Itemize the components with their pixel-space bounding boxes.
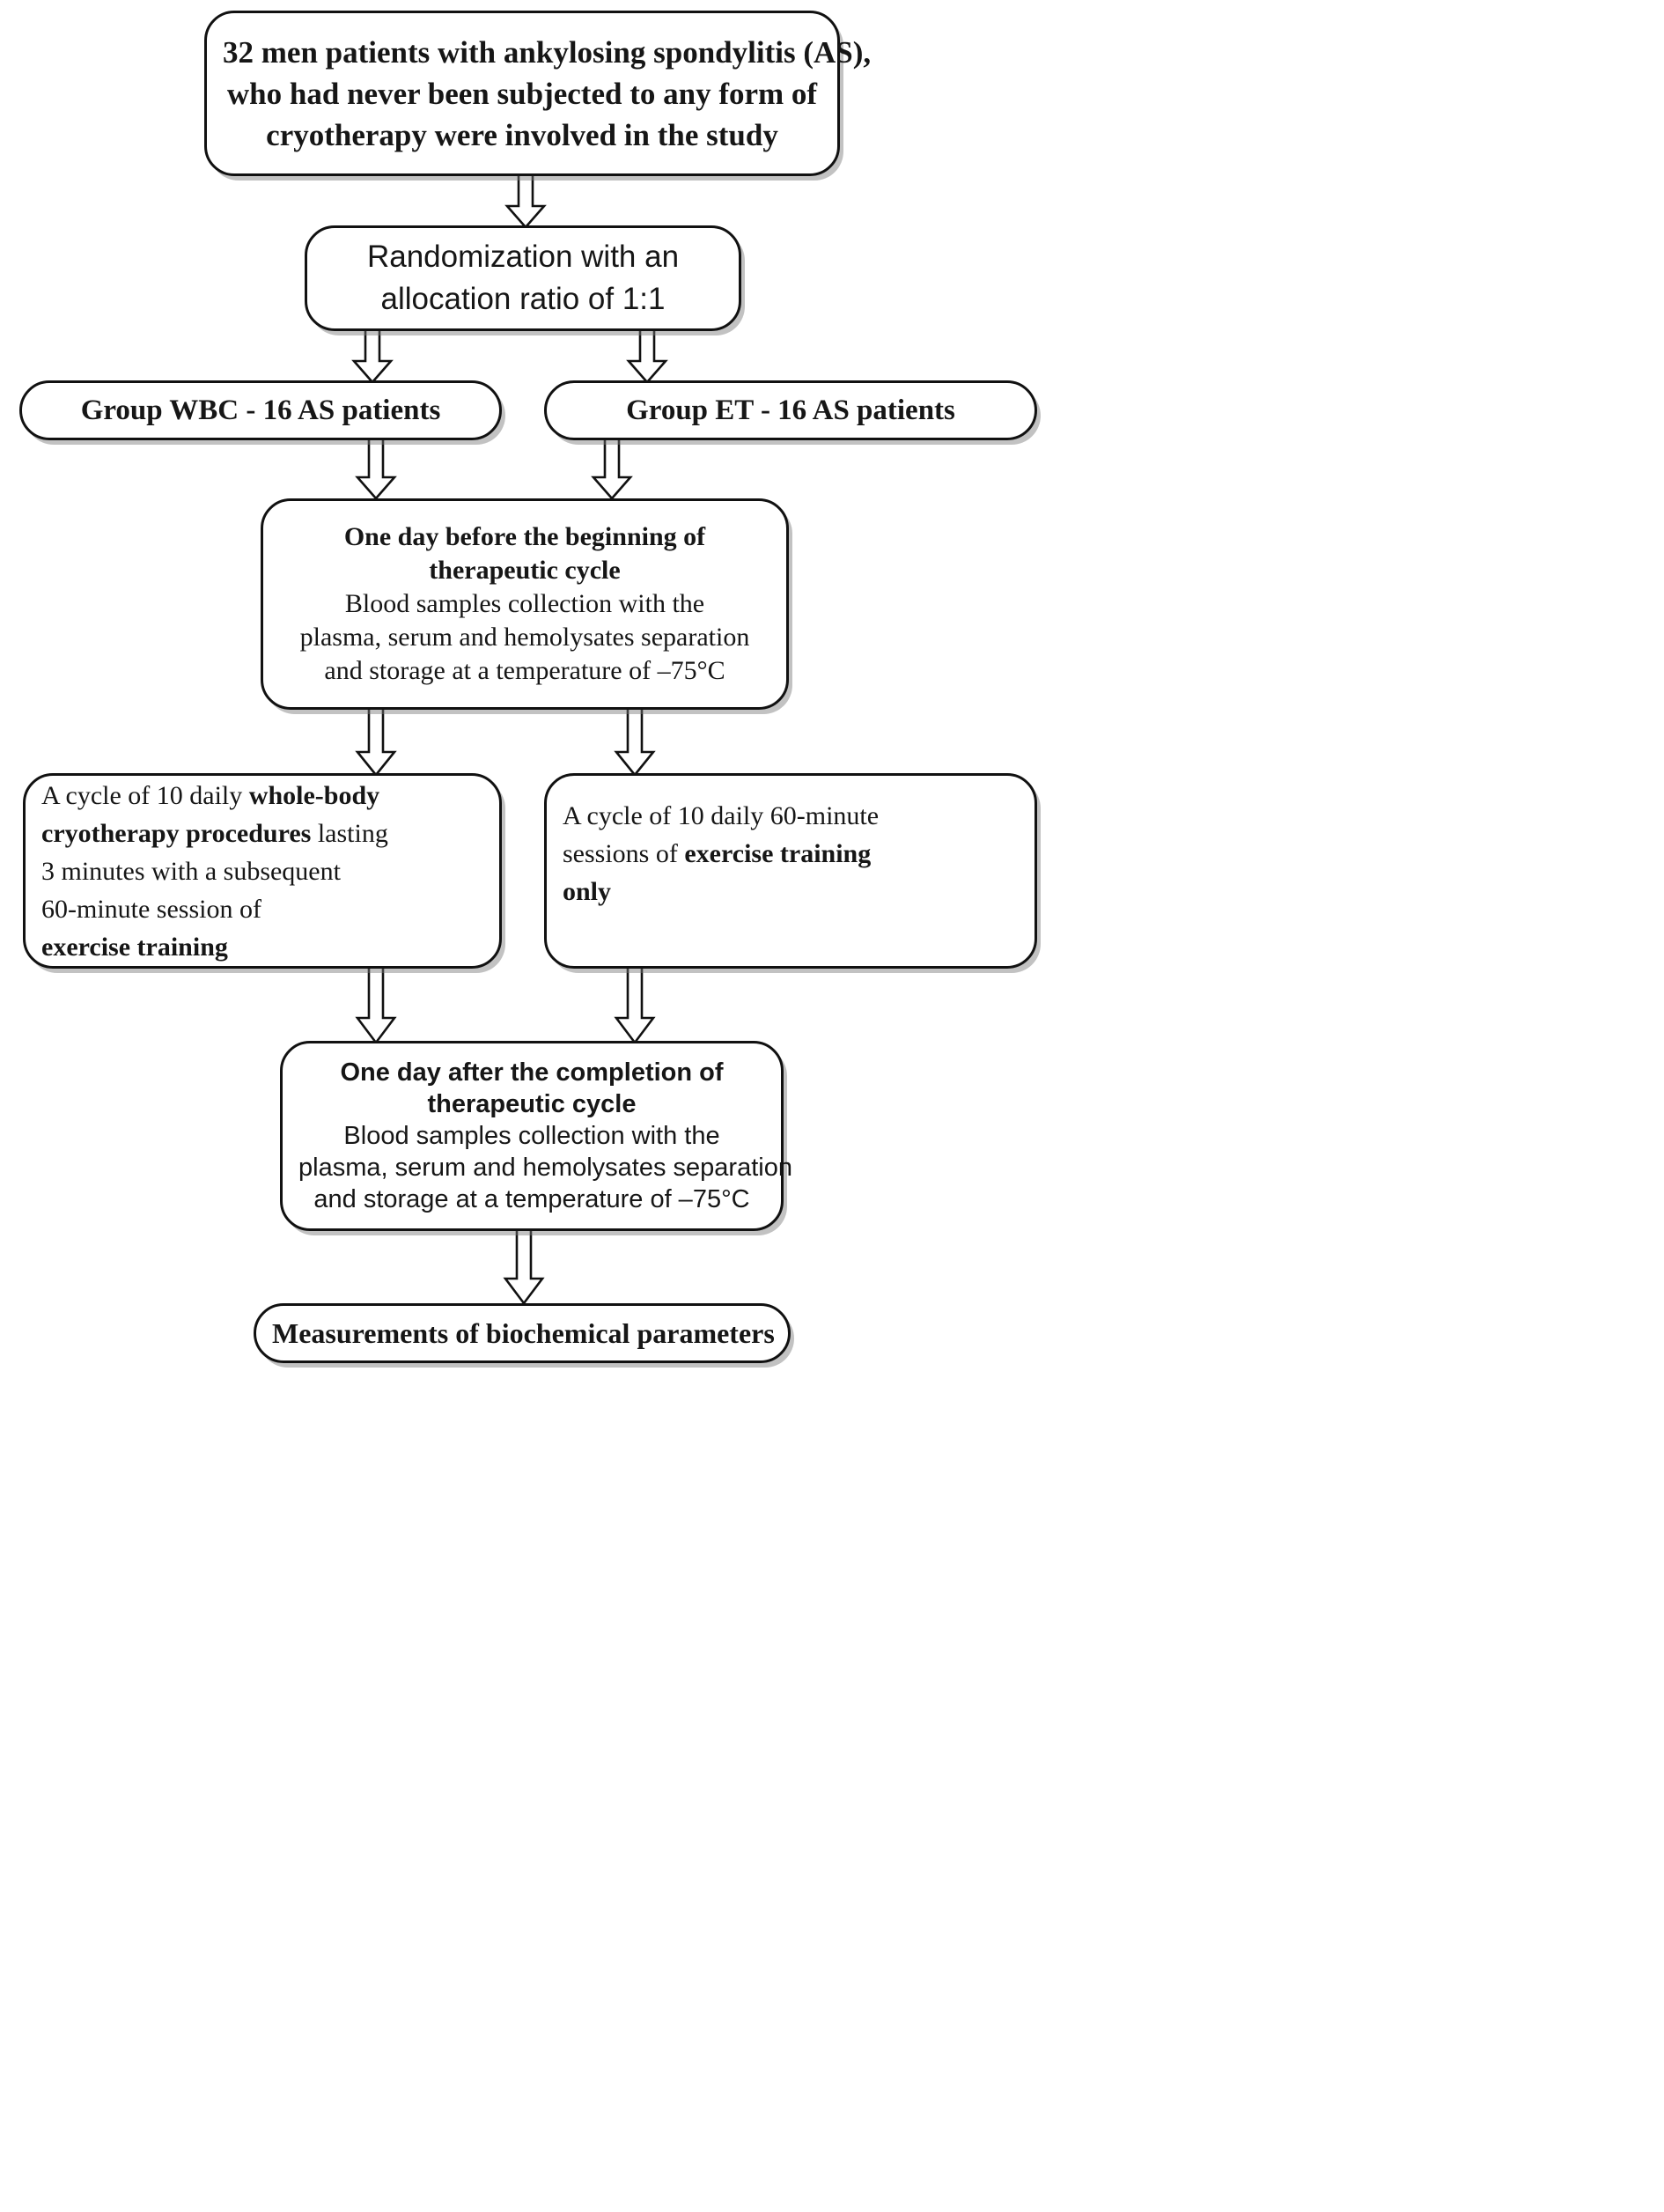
et-protocol-line-2-bold: exercise training: [684, 839, 872, 868]
wbc-protocol-line-1-plain: A cycle of 10 daily: [41, 780, 249, 810]
node-wbc-protocol-text: A cycle of 10 daily whole-body cryothera…: [26, 777, 499, 966]
wbc-protocol-line-2-bold: cryotherapy procedures: [41, 818, 312, 848]
baseline-heading-2: therapeutic cycle: [429, 556, 621, 585]
node-group-wbc: Group WBC - 16 AS patients: [19, 380, 502, 440]
wbc-protocol-line-1: A cycle of 10 daily whole-body: [41, 777, 483, 815]
node-wbc-protocol: A cycle of 10 daily whole-body cryothera…: [23, 773, 502, 969]
wbc-protocol-line-1-bold: whole-body: [248, 780, 380, 810]
enrollment-line-1: 32 men patients with ankylosing spondyli…: [223, 34, 872, 70]
followup-line-2: plasma, serum and hemolysates separation: [298, 1154, 792, 1182]
baseline-line-3: and storage at a temperature of –75°C: [324, 656, 725, 685]
enrollment-line-3: cryotherapy were involved in the study: [266, 117, 778, 152]
arrow-randomization-to-group-et: [626, 328, 668, 384]
wbc-protocol-line-2: cryotherapy procedures lasting: [41, 815, 483, 852]
arrow-wbc-protocol-to-followup: [355, 965, 397, 1045]
node-followup-assessment: One day after the completion of therapeu…: [280, 1041, 792, 1231]
arrow-enrollment-to-randomization: [504, 173, 547, 229]
node-group-et: Group ET - 16 AS patients: [544, 380, 1037, 440]
wbc-protocol-line-4: 60-minute session of: [41, 894, 261, 924]
arrow-randomization-to-group-wbc: [351, 328, 394, 384]
followup-heading-2: therapeutic cycle: [427, 1090, 637, 1118]
arrow-group-wbc-to-baseline: [355, 437, 397, 500]
randomization-line-1: Randomization with an: [366, 240, 680, 274]
baseline-line-1: Blood samples collection with the: [344, 589, 705, 618]
arrow-baseline-to-wbc-protocol: [355, 706, 397, 778]
followup-line-3: and storage at a temperature of –75°C: [313, 1185, 750, 1213]
node-baseline-text: One day before the beginning of therapeu…: [263, 520, 786, 688]
group-et-label: Group ET - 16 AS patients: [626, 394, 955, 426]
node-et-protocol-text: A cycle of 10 daily 60-minute sessions o…: [547, 776, 1034, 911]
node-enrollment: 32 men patients with ankylosing spondyli…: [204, 11, 872, 176]
node-group-et-text: Group ET - 16 AS patients: [547, 394, 1034, 427]
node-enrollment-text: 32 men patients with ankylosing spondyli…: [207, 32, 872, 156]
arrow-et-protocol-to-followup: [614, 965, 656, 1045]
wbc-protocol-line-5: exercise training: [41, 932, 228, 962]
node-randomization-text: Randomization with an allocation ratio o…: [307, 236, 739, 321]
enrollment-line-2: who had never been subjected to any form…: [226, 76, 818, 111]
node-followup-text: One day after the completion of therapeu…: [283, 1057, 792, 1215]
et-protocol-line-1: A cycle of 10 daily 60-minute: [563, 801, 880, 830]
node-outcome-measurements: Measurements of biochemical parameters: [254, 1303, 791, 1363]
node-baseline-assessment: One day before the beginning of therapeu…: [261, 498, 789, 710]
et-protocol-line-2-plain: sessions of: [563, 839, 685, 868]
et-protocol-line-3: only: [563, 877, 612, 906]
et-protocol-line-2: sessions of exercise training: [563, 835, 1019, 873]
arrow-followup-to-outcome: [503, 1228, 545, 1307]
baseline-heading-1: One day before the beginning of: [343, 522, 706, 551]
followup-line-1: Blood samples collection with the: [343, 1122, 720, 1150]
node-et-protocol: A cycle of 10 daily 60-minute sessions o…: [544, 773, 1037, 969]
group-wbc-label: Group WBC - 16 AS patients: [80, 394, 441, 426]
randomization-line-2: allocation ratio of 1:1: [380, 282, 666, 316]
baseline-line-2: plasma, serum and hemolysates separation: [299, 623, 750, 652]
node-outcome-text: Measurements of biochemical parameters: [256, 1317, 788, 1350]
node-group-wbc-text: Group WBC - 16 AS patients: [22, 394, 499, 427]
followup-heading-1: One day after the completion of: [340, 1058, 724, 1087]
wbc-protocol-line-2-plain: lasting: [311, 818, 388, 848]
arrow-baseline-to-et-protocol: [614, 706, 656, 778]
wbc-protocol-line-3: 3 minutes with a subsequent: [41, 856, 341, 886]
node-randomization: Randomization with an allocation ratio o…: [305, 225, 741, 331]
outcome-label: Measurements of biochemical parameters: [272, 1316, 775, 1349]
arrow-group-et-to-baseline: [591, 437, 633, 500]
